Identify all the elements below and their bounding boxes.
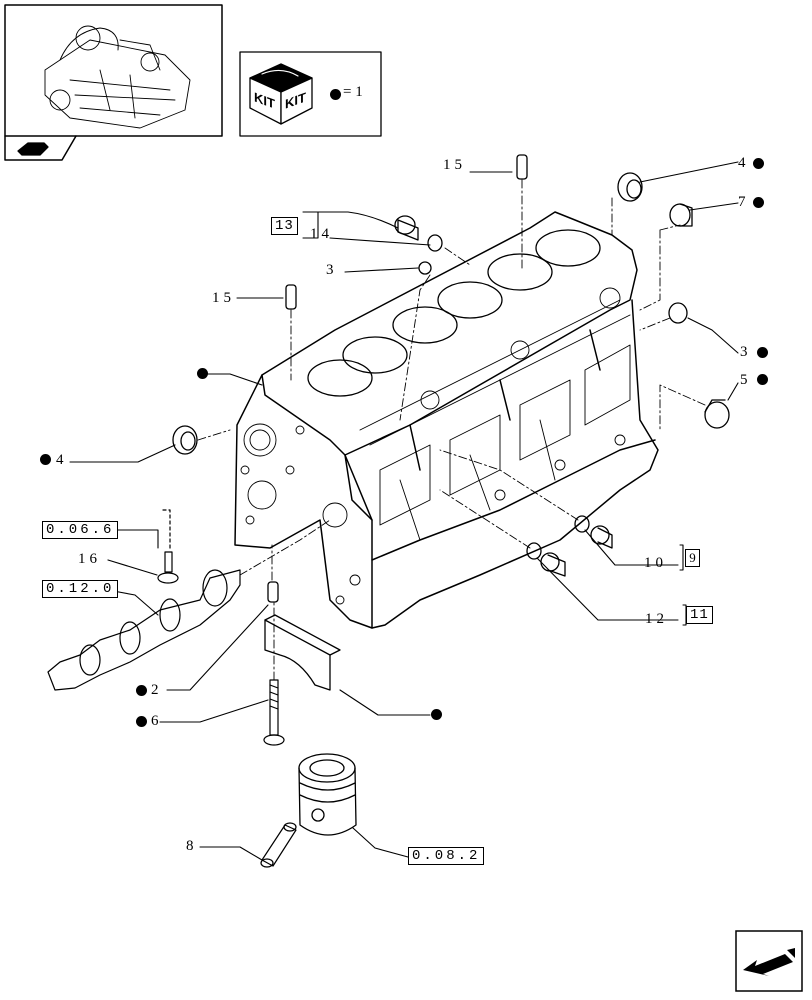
callout-10[interactable]: 10: [644, 555, 667, 571]
engine-thumbnail[interactable]: [4, 4, 223, 161]
part-plug-11[interactable]: [540, 552, 566, 577]
callout-2-dot: [136, 685, 147, 696]
part-bolt-6[interactable]: [263, 679, 285, 746]
callout-6[interactable]: 6: [151, 713, 163, 729]
callout-4-left-dot: [40, 454, 51, 465]
callout-12[interactable]: 12: [645, 611, 668, 627]
part-plug-3-right[interactable]: [668, 302, 688, 324]
callout-5-dot: [757, 374, 768, 385]
part-piston[interactable]: [298, 753, 357, 836]
block-details: [240, 287, 631, 605]
camshaft[interactable]: [47, 569, 241, 691]
kit-legend-text: = 1: [343, 84, 363, 100]
next-page-arrow-icon[interactable]: [735, 930, 803, 992]
callout-8[interactable]: 8: [186, 838, 198, 854]
assembly-lines: [197, 179, 706, 681]
part-piston-pin-8[interactable]: [260, 822, 297, 868]
leader-lines: [69, 161, 739, 861]
ref-box-0-06-6[interactable]: 0.06.6: [42, 521, 119, 539]
part-cup-5[interactable]: [704, 399, 730, 429]
callout-7[interactable]: 7: [738, 194, 750, 210]
cylinder-bores: [307, 229, 601, 397]
part-dowel-2[interactable]: [267, 581, 279, 603]
part-pin-15-left[interactable]: [285, 284, 297, 310]
callout-5[interactable]: 5: [740, 372, 752, 388]
kit-icon: [249, 63, 313, 125]
part-washer-12[interactable]: [526, 542, 542, 560]
part-ball-3-top[interactable]: [418, 261, 432, 275]
callout-7-dot: [753, 197, 764, 208]
callout-14[interactable]: 14: [310, 226, 333, 242]
group-box-9[interactable]: 9: [685, 549, 700, 567]
part-pin-15-top[interactable]: [516, 154, 528, 180]
callout-4-left[interactable]: 4: [56, 452, 68, 468]
part-seal-4-left[interactable]: [172, 425, 198, 455]
part-washer-10[interactable]: [574, 515, 590, 533]
part-plug-7[interactable]: [669, 203, 693, 227]
callout-bearing-cap-dot: [431, 709, 442, 720]
callout-4-top[interactable]: 4: [738, 155, 750, 171]
group-box-11[interactable]: 11: [686, 606, 713, 624]
vehicle-icon: [17, 142, 49, 156]
group-box-13[interactable]: 13: [271, 217, 298, 235]
callout-2[interactable]: 2: [151, 682, 163, 698]
part-seal-4-top[interactable]: [617, 172, 643, 202]
bolt-16[interactable]: [157, 509, 179, 584]
part-plug-9[interactable]: [590, 525, 613, 549]
kit-legend-dot: [330, 89, 341, 100]
kit-legend-frame: [239, 51, 382, 137]
callout-4-top-dot: [753, 158, 764, 169]
callout-3-right-dot: [757, 347, 768, 358]
part-bearing-cap[interactable]: [264, 614, 341, 691]
engine-block[interactable]: [234, 211, 659, 629]
callout-15-left[interactable]: 15: [212, 290, 235, 306]
part-washer-14[interactable]: [427, 234, 443, 252]
ref-box-0-12-0[interactable]: 0.12.0: [42, 580, 119, 598]
callout-3-top[interactable]: 3: [326, 262, 338, 278]
callout-6-dot: [136, 716, 147, 727]
callout-15-top[interactable]: 15: [443, 157, 466, 173]
callout-16[interactable]: 16: [78, 551, 101, 567]
callout-block-dot: [197, 368, 208, 379]
ref-box-0-08-2[interactable]: 0.08.2: [408, 847, 485, 865]
callout-3-right[interactable]: 3: [740, 344, 752, 360]
